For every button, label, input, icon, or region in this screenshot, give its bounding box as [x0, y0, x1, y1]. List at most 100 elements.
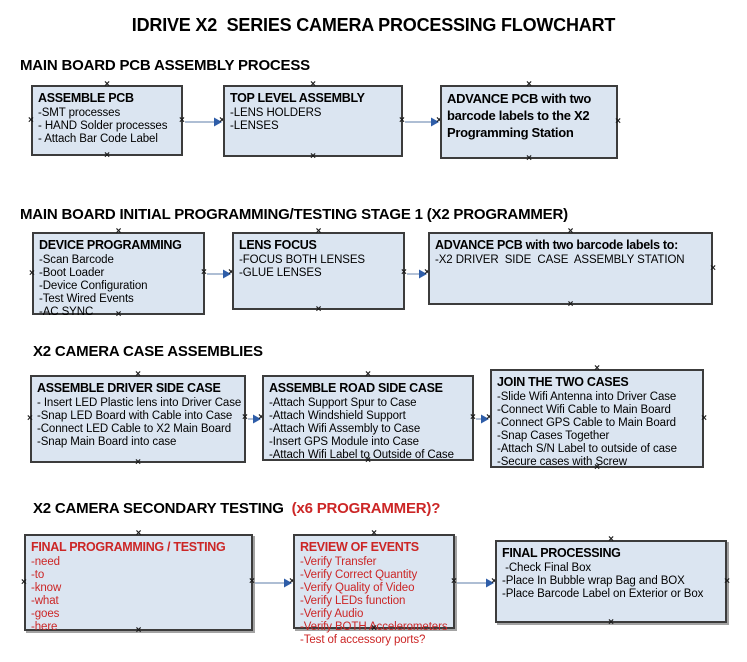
box-title: REVIEW OF EVENTS	[300, 540, 419, 554]
box-item: -Connect Wifi Cable to Main Board	[497, 404, 671, 416]
anchor-x-mark: ×	[29, 267, 35, 279]
box-title: ADVANCE PCB with two barcode labels to t…	[447, 91, 591, 140]
box-item: -Test of accessory ports?	[300, 634, 426, 646]
box-item: -LENSES	[230, 120, 279, 132]
flow-box: ADVANCE PCB with two barcode labels to: -…	[428, 232, 716, 305]
flow-arrow: ××	[242, 412, 264, 424]
flow-box: FINAL PROGRAMMING / TESTING -need-to-know…	[21, 534, 253, 634]
box-item: -here	[31, 621, 58, 633]
box-items: -Scan Barcode-Boot Loader-Device Configu…	[39, 254, 199, 319]
box-items: -Attach Support Spur to Case-Attach Wind…	[269, 397, 468, 462]
box-items: -need-to-know-what-goes-here	[31, 556, 247, 634]
box-title: ASSEMBLE PCB	[38, 91, 134, 105]
section-heading-text: MAIN BOARD INITIAL PROGRAMMING/TESTING S…	[20, 206, 568, 223]
box-item: -Check Final Box	[502, 562, 592, 574]
box-title: FINAL PROGRAMMING / TESTING	[31, 540, 226, 554]
box-items: -SMT processes- HAND Solder processes- A…	[38, 107, 177, 146]
arrow-icon	[207, 269, 231, 278]
section-heading-text: X2 CAMERA CASE ASSEMBLIES	[33, 343, 263, 360]
anchor-x-mark: ×	[470, 411, 476, 423]
flow-arrow: ××	[451, 576, 497, 588]
anchor-x-mark: ×	[710, 262, 716, 274]
arrow-icon	[185, 117, 222, 127]
arrow-icon	[248, 414, 261, 423]
box-item: -know	[31, 582, 62, 594]
arrow-icon	[255, 578, 292, 587]
section-heading-red-text: (x6 PROGRAMMER)?	[283, 500, 441, 517]
box-items: -Slide Wifi Antenna into Driver Case-Con…	[497, 391, 698, 469]
flow-arrow: ××	[249, 576, 295, 588]
anchor-x-mark: ×	[27, 413, 33, 424]
box-item: -GLUE LENSES	[239, 267, 322, 279]
box-item: -Insert GPS Module into Case	[269, 436, 419, 448]
anchor-x-mark: ×	[701, 412, 707, 424]
box-item: -Verify LEDs function	[300, 595, 406, 607]
flow-box: DEVICE PROGRAMMING -Scan Barcode-Boot Loa…	[29, 232, 205, 318]
box-item: -Attach S/N Label to outside of case	[497, 443, 677, 455]
box-item: -SMT processes	[38, 107, 121, 119]
box-item: -Attach Support Spur to Case	[269, 397, 417, 409]
flow-box: ADVANCE PCB with two barcode labels to t…	[440, 85, 621, 159]
flow-row: ASSEMBLE DRIVER SIDE CASE- Insert LED Pl…	[27, 369, 747, 469]
box-item: -Verify BOTH Accelerometers	[300, 621, 448, 633]
box-items: -FOCUS BOTH LENSES-GLUE LENSES	[239, 254, 399, 280]
box-title: LENS FOCUS	[239, 238, 317, 252]
flow-arrow: ××	[201, 267, 234, 279]
box-title: ASSEMBLE ROAD SIDE CASE	[269, 381, 443, 395]
box-items: -X2 DRIVER SIDE CASE ASSEMBLY STATION	[435, 254, 707, 267]
section-main-board-pcb-assembly: MAIN BOARD PCB ASSEMBLY PROCESS ASSEMBLE…	[0, 56, 747, 159]
box-title: DEVICE PROGRAMMING	[39, 238, 182, 252]
flow-box: FINAL PROCESSING -Check Final Box-Place …	[495, 540, 730, 623]
box-item: -Boot Loader	[39, 267, 105, 279]
box-item: -need	[31, 556, 60, 568]
flow-box: LENS FOCUS -FOCUS BOTH LENSES-GLUE LENSES	[232, 232, 405, 310]
box-item: - Attach Bar Code Label	[38, 133, 158, 145]
box-item: -Attach Windshield Support	[269, 410, 406, 422]
box-item: -Snap LED Board with Cable into Case	[37, 410, 233, 422]
box-title: FINAL PROCESSING	[502, 546, 621, 560]
box-title: ASSEMBLE DRIVER SIDE CASE	[37, 381, 221, 395]
section-heading: MAIN BOARD INITIAL PROGRAMMING/TESTING S…	[20, 205, 747, 224]
box-item: -Verify Audio	[300, 608, 364, 620]
box-item: -what	[31, 595, 59, 607]
anchor-x-mark: ×	[28, 114, 34, 126]
arrow-icon	[407, 269, 427, 278]
box-title: ADVANCE PCB with two barcode labels to:	[435, 238, 678, 252]
anchor-x-mark: ×	[615, 116, 621, 127]
anchor-x-mark: ×	[249, 575, 255, 587]
section-secondary-testing: X2 CAMERA SECONDARY TESTING (x6 PROGRAMM…	[0, 499, 747, 646]
flow-box: JOIN THE TWO CASES-Slide Wifi Antenna in…	[490, 369, 707, 469]
box-item: -X2 DRIVER SIDE CASE ASSEMBLY STATION	[435, 254, 685, 266]
box-item: - HAND Solder processes	[38, 120, 168, 132]
section-heading-text: MAIN BOARD PCB ASSEMBLY PROCESS	[20, 57, 310, 74]
box-item: -Test Wired Events	[39, 293, 134, 305]
section-camera-case-assemblies: X2 CAMERA CASE ASSEMBLIES ASSEMBLE DRIVE…	[0, 342, 747, 468]
box-items: -LENS HOLDERS-LENSES	[230, 107, 397, 133]
anchor-x-mark: ×	[201, 266, 207, 278]
anchor-x-mark: ×	[451, 575, 457, 587]
flow-arrow: ××	[470, 412, 492, 424]
box-item: -FOCUS BOTH LENSES	[239, 254, 365, 266]
box-item: -AC SYNC	[39, 306, 94, 318]
box-item: -Place In Bubble wrap Bag and BOX	[502, 575, 685, 587]
arrow-icon	[476, 414, 489, 423]
section-initial-programming-testing: MAIN BOARD INITIAL PROGRAMMING/TESTING S…	[0, 205, 747, 318]
box-item: -Verify Transfer	[300, 556, 377, 568]
box-item: -Slide Wifi Antenna into Driver Case	[497, 391, 677, 403]
box-item: -Scan Barcode	[39, 254, 114, 266]
section-heading: X2 CAMERA CASE ASSEMBLIES	[33, 342, 747, 361]
page-title: IDRIVE X2 SERIES CAMERA PROCESSING FLOWC…	[131, 15, 616, 35]
section-heading: X2 CAMERA SECONDARY TESTING (x6 PROGRAMM…	[33, 499, 747, 518]
flow-box: ASSEMBLE PCB -SMT processes- HAND Solder …	[28, 85, 183, 156]
section-heading-text: X2 CAMERA SECONDARY TESTING	[33, 500, 284, 517]
box-item: -Verify Quality of Video	[300, 582, 415, 594]
box-item: -Snap Main Board into case	[37, 436, 177, 448]
anchor-x-mark: ×	[179, 115, 185, 126]
box-item: -goes	[31, 608, 60, 620]
section-heading: MAIN BOARD PCB ASSEMBLY PROCESS	[20, 56, 747, 75]
box-item: -Secure cases with Screw	[497, 456, 627, 468]
flow-arrow: ××	[179, 115, 225, 127]
box-item: -Device Configuration	[39, 280, 148, 292]
box-item: -Place Barcode Label on Exterior or Box	[502, 588, 704, 600]
